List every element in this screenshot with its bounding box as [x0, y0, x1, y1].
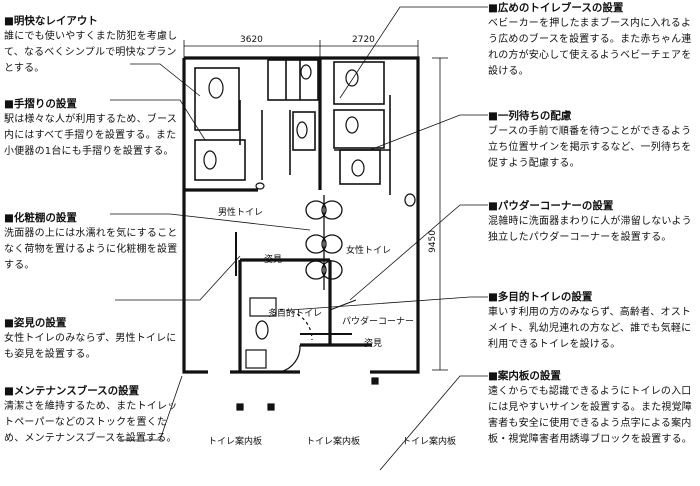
annotation-body: 車いす利用の方のみならず、高齢者、オストメイト、乳幼児連れの方など、誰でも気軽に…	[488, 307, 692, 350]
sign-label-3: トイレ案内板	[402, 437, 457, 447]
sign-label-1: トイレ案内板	[208, 437, 263, 447]
mirror-panels	[235, 232, 352, 335]
annotation-heading: ■化粧棚の設置	[4, 212, 77, 224]
annotation-body: 誰にでも使いやすくまた防犯を考慮して、なるべくシンプルで明快なプランとする。	[4, 31, 178, 74]
annotation-heading: ■パウダーコーナーの設置	[488, 200, 614, 212]
powder-corner-label: パウダーコーナー	[342, 317, 415, 327]
annotation-signboard: ■案内板の設置 遠くからでも認識できるようにトイレの入口には見やすいサインを設置…	[488, 368, 696, 448]
annotation-heading: ■広めのトイレブースの設置	[488, 2, 624, 14]
washbasin-row	[305, 195, 343, 290]
womens-booths	[333, 61, 391, 195]
annotation-body: 混雑時に洗面器まわりに人が滞留しないよう独立したパウダーコーナーを設置する。	[488, 216, 692, 243]
annotation-clear-layout: ■明快なレイアウト 誰にでも使いやすくまた防犯を考慮して、なるべくシンプルで明快…	[4, 13, 182, 77]
annotation-heading: ■案内板の設置	[488, 370, 561, 382]
annotation-body: ブースの手前で順番を待つことができるよう立ち位置サインを掲示するなど、一列待ちを…	[488, 126, 692, 169]
annotation-body: 清潔さを維持するため、またトイレットペーパーなどのストックを置くため、メンテナン…	[4, 401, 178, 444]
room-label-womens: 女性トイレ	[346, 246, 392, 256]
annotation-heading: ■姿見の設置	[4, 317, 67, 329]
annotation-body: 遠くからでも認識できるようにトイレの入口には見やすいサインを設置する。また視覚障…	[488, 386, 692, 445]
mens-booths	[194, 59, 319, 181]
annotation-heading: ■メンテナンスブースの設置	[4, 385, 140, 397]
annotation-handrails: ■手摺りの設置 駅は様々な人が利用するため、ブース内にはすべて手摺りを設置する。…	[4, 96, 182, 160]
dimension-width-right: 2720	[352, 35, 375, 45]
room-label-multipurpose: 多目的トイレ	[268, 309, 323, 319]
annotation-heading: ■多目的トイレの設置	[488, 291, 593, 303]
sign-boards	[236, 377, 379, 411]
mirror-label-womens: 姿見	[364, 339, 383, 349]
mirror-label-mens: 姿見	[264, 255, 283, 265]
annotation-mirror: ■姿見の設置 女性トイレのみならず、男性トイレにも姿見を設置する。	[4, 315, 182, 363]
annotation-body: 女性トイレのみならず、男性トイレにも姿見を設置する。	[4, 333, 177, 360]
annotation-heading: ■手摺りの設置	[4, 98, 77, 110]
room-label-mens: 男性トイレ	[218, 208, 264, 218]
annotation-maintenance-booth: ■メンテナンスブースの設置 清潔さを維持するため、またトイレットペーパーなどのス…	[4, 383, 182, 447]
annotation-vanity-shelf: ■化粧棚の設置 洗面器の上には水濡れを気にすることなく荷物を置けるように化粧棚を…	[4, 210, 182, 274]
annotation-body: ベビーカーを押したままブース内に入れるよう広めのブースを設置する。また赤ちゃん連…	[488, 18, 692, 77]
annotation-multipurpose: ■多目的トイレの設置 車いす利用の方のみならず、高齢者、オストメイト、乳幼児連れ…	[488, 289, 696, 353]
annotation-heading: ■明快なレイアウト	[4, 15, 98, 27]
annotation-wide-booth: ■広めのトイレブースの設置 ベビーカーを押したままブース内に入れるよう広めのブー…	[488, 0, 696, 80]
annotation-body: 洗面器の上には水濡れを気にすることなく荷物を置けるように化粧棚を設置する。	[4, 228, 178, 271]
annotation-body: 駅は様々な人が利用するため、ブース内にはすべて手摺りを設置する。また小便器の1台…	[4, 114, 177, 157]
dimension-height: 9450	[428, 230, 438, 253]
outer-walls	[182, 56, 420, 374]
annotation-powder-corner: ■パウダーコーナーの設置 混雑時に洗面器まわりに人が滞留しないよう独立したパウダ…	[488, 198, 696, 246]
leader-lines	[110, 6, 488, 471]
annotation-heading: ■一列待ちの配慮	[488, 110, 572, 122]
toilet-fixtures	[203, 64, 416, 207]
annotation-single-queue: ■一列待ちの配慮 ブースの手前で順番を待つことができるよう立ち位置サインを掲示す…	[488, 108, 696, 172]
dimension-width-left: 3620	[240, 35, 263, 45]
sign-label-2: トイレ案内板	[306, 437, 361, 447]
